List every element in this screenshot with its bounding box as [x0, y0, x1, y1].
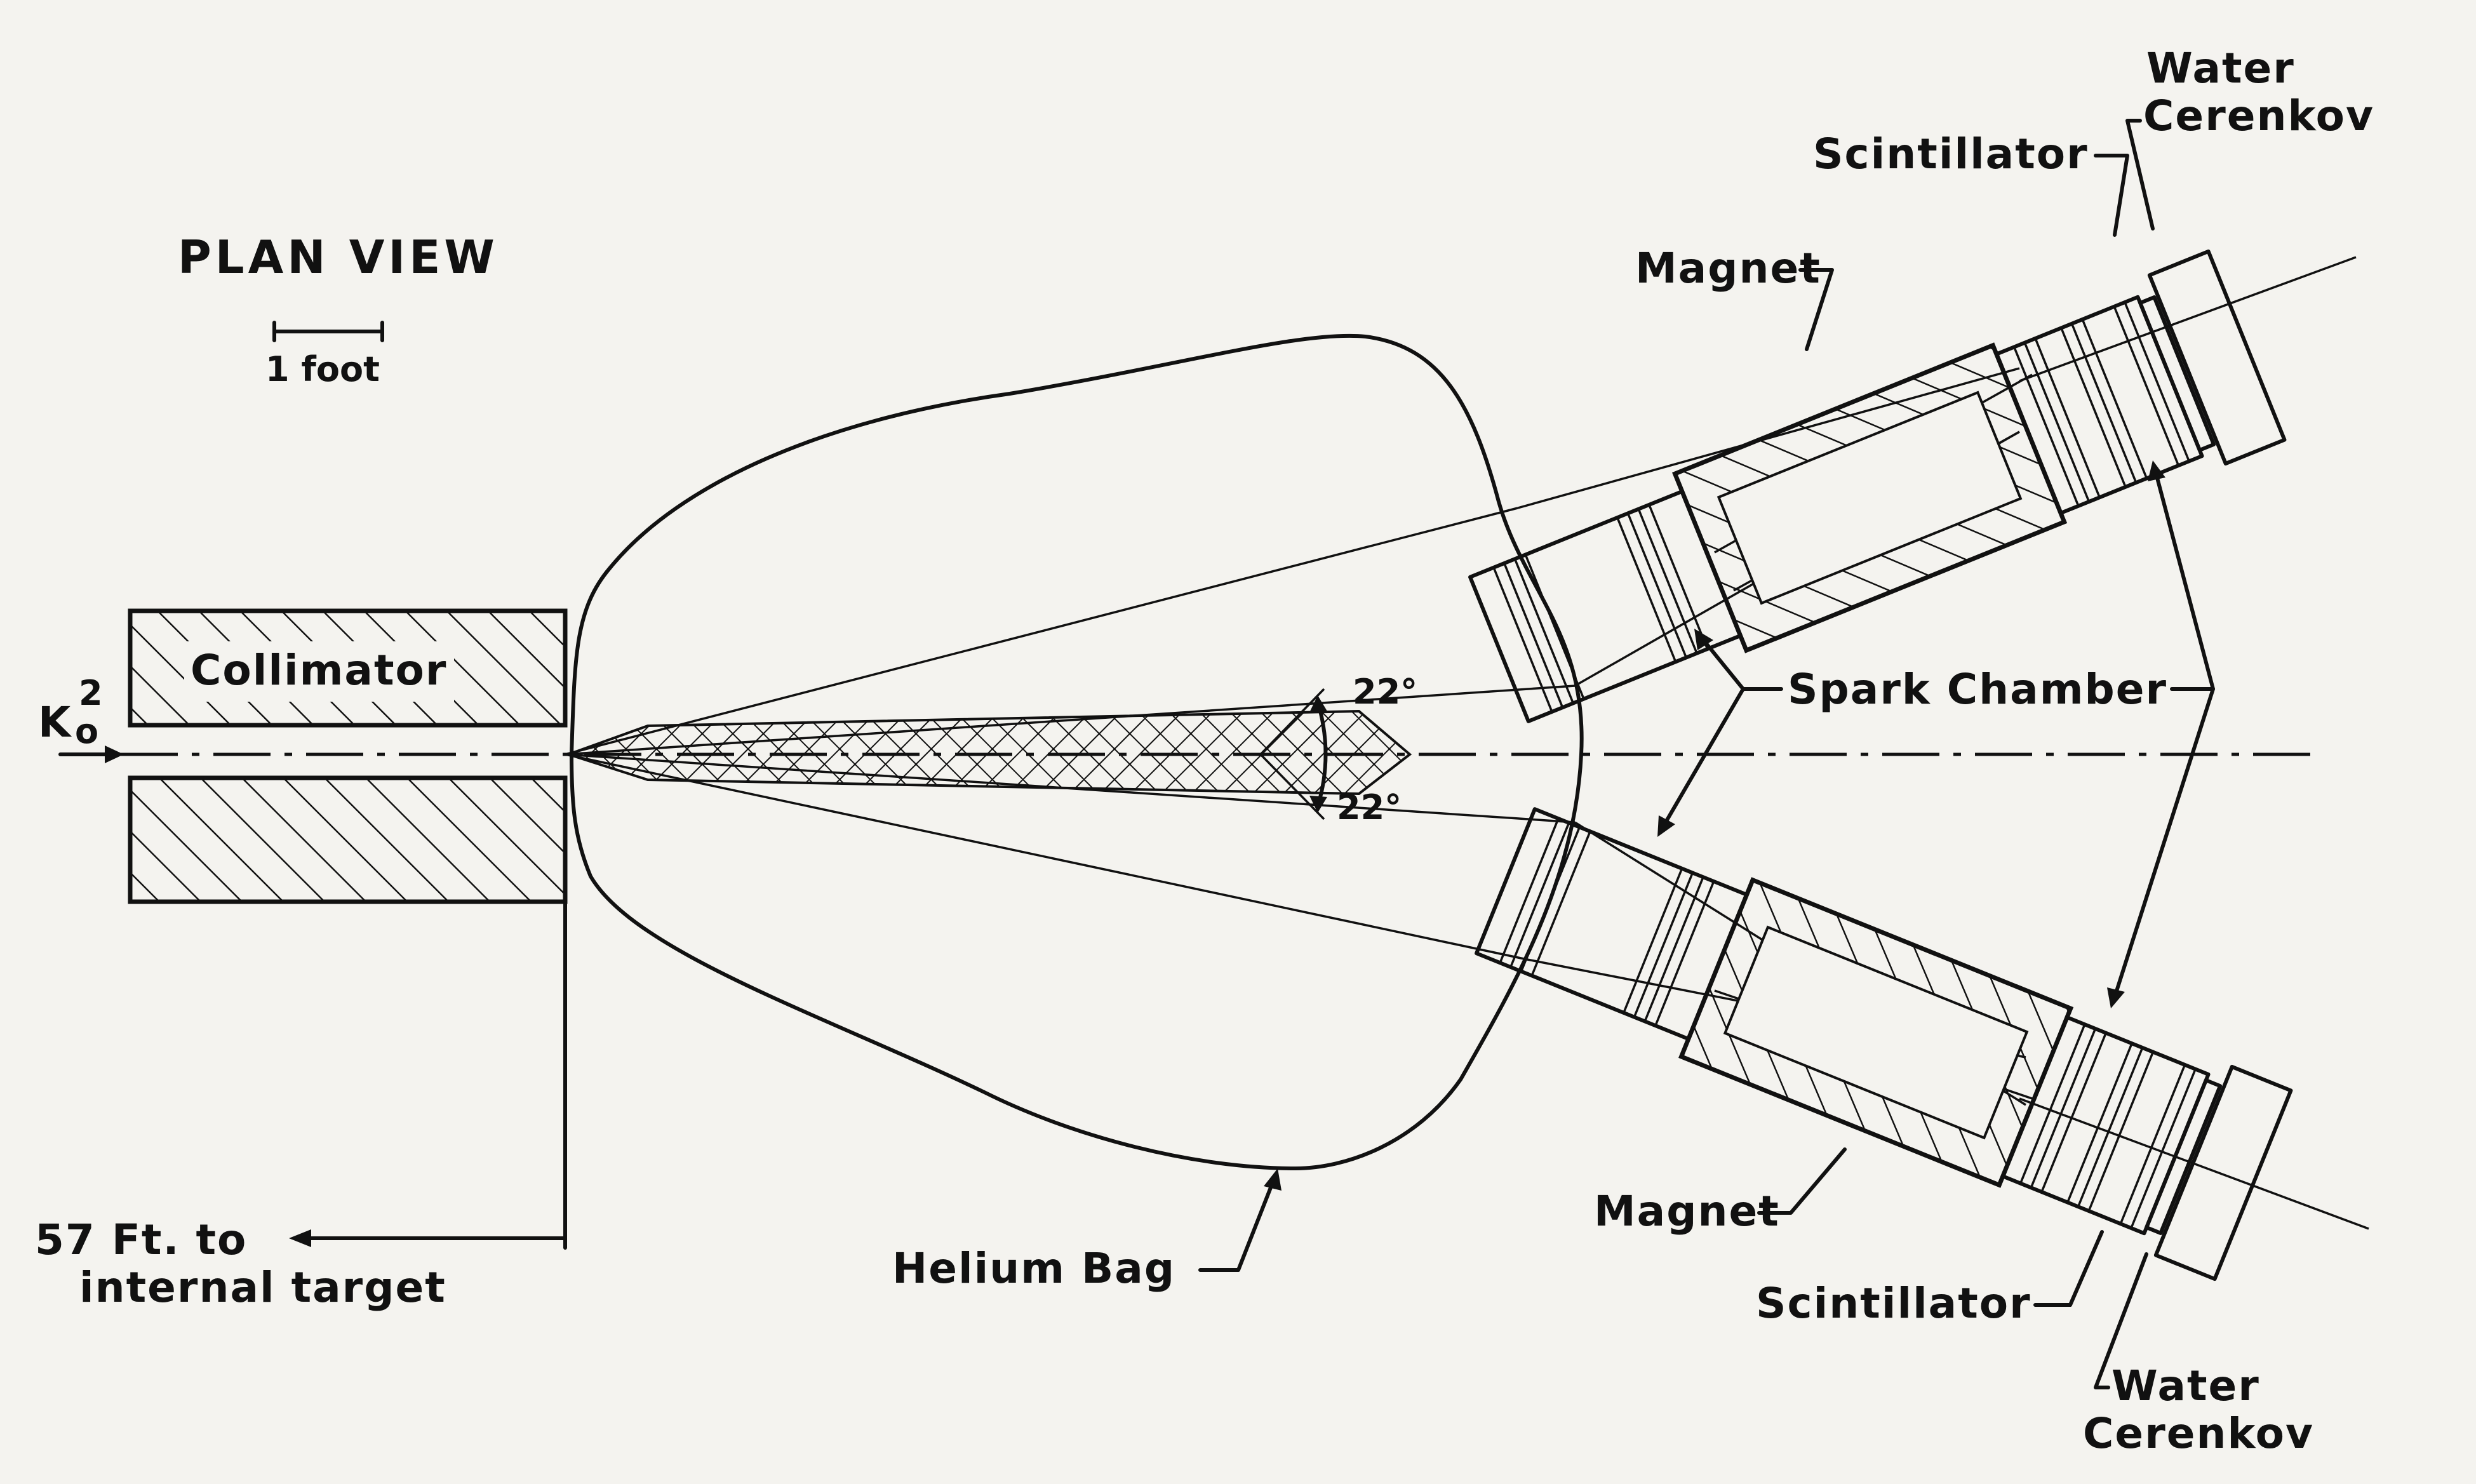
angle-marks [1259, 688, 1328, 820]
water-cerenkov-bottom-label-line1: Water [2111, 1361, 2260, 1410]
water-cerenkov-top-label-line2: Cerenkov [2143, 91, 2374, 140]
water-cerenkov-bottom-leader [2094, 1252, 2148, 1389]
scintillator-top-leader [2094, 154, 2129, 237]
helium-bag-label: Helium Bag [892, 1244, 1175, 1293]
magnet-top-label: Magnet [1635, 244, 1821, 293]
beam-label: K [38, 698, 72, 747]
target-distance-arrow [289, 1229, 567, 1247]
collimator [128, 608, 568, 904]
collimator-lower-block [128, 775, 568, 904]
top-detector-arm [1468, 249, 2287, 723]
target-region [564, 709, 1412, 796]
beam-label-subscript: o [75, 711, 98, 751]
magnet-bottom-label: Magnet [1594, 1187, 1780, 1236]
magnet-top-leader [1798, 268, 1834, 351]
scintillator-bottom-label: Scintillator [1756, 1279, 2031, 1328]
beam-arrow [58, 745, 124, 763]
plan-view-title: PLAN VIEW [178, 231, 499, 284]
water-cerenkov-top-leader [2125, 119, 2155, 231]
target-distance-label-line1: 57 Ft. to [35, 1215, 247, 1264]
water-cerenkov-bottom [2153, 1064, 2293, 1281]
collimator-label: Collimator [191, 646, 447, 695]
scintillator-bottom [2145, 1078, 2223, 1235]
spark-chamber-label: Spark Chamber [1788, 665, 2167, 714]
water-cerenkov-bottom-label-line2: Cerenkov [2083, 1409, 2314, 1458]
scintillator-bottom-leader [2033, 1230, 2104, 1307]
bottom-detector-arm [1475, 807, 2293, 1281]
scintillator-top [2138, 295, 2216, 452]
scintillator-top-label: Scintillator [1813, 130, 2089, 178]
target-distance-label-line2: internal target [79, 1263, 446, 1312]
helium-bag [570, 333, 1584, 1170]
beam-label-superscript: 2 [79, 673, 103, 713]
angle-top-label: 22° [1353, 672, 1417, 712]
water-cerenkov-top [2147, 249, 2287, 466]
scale-bar-label: 1 foot [265, 349, 380, 389]
spark-chamber-leaders [1657, 460, 2215, 1008]
scale-bar [272, 321, 384, 342]
water-cerenkov-top-label-line1: Water [2146, 44, 2295, 93]
helium-bag-leader [1198, 1168, 1281, 1272]
magnet-bottom-leader [1757, 1147, 1847, 1215]
